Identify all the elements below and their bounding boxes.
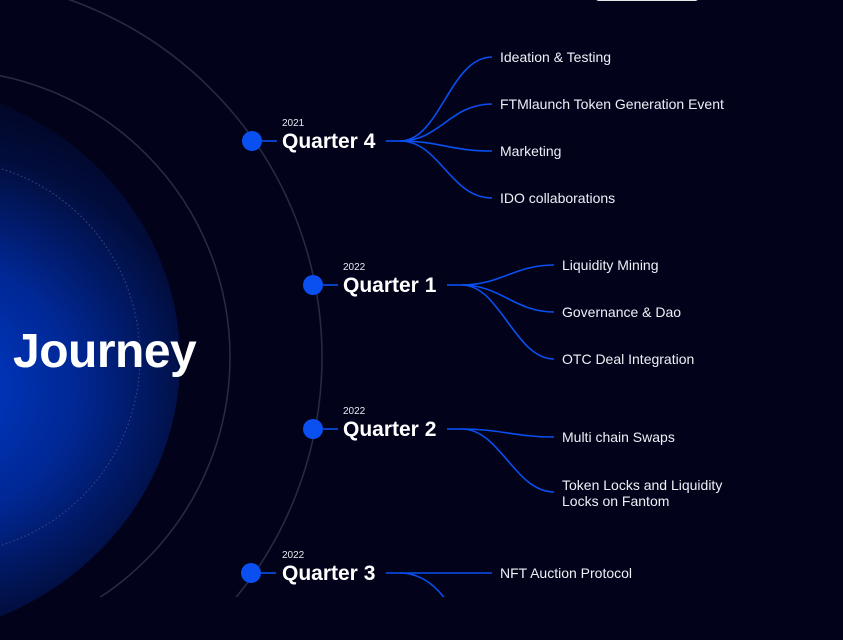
q2-dot [303,419,323,439]
q1-item-1: Liquidity Mining [562,257,659,273]
q3-year: 2022 [282,550,305,561]
q4-item-3: Marketing [500,143,562,159]
q2-year: 2022 [343,406,366,417]
q4-connectors [262,56,493,199]
middle-ring [0,74,231,597]
q1-label: Quarter 1 [343,274,437,297]
q3-connectors [261,572,492,597]
q2-item-1: Multi chain Swaps [562,429,675,445]
q3-dot [241,563,261,583]
q1-year: 2022 [343,262,366,273]
top-nav-button-edge[interactable] [596,0,698,1]
q1-dot [303,275,323,295]
q3-label: Quarter 3 [282,562,376,585]
q4-item-2: FTMlaunch Token Generation Event [500,96,724,112]
q4-label: Quarter 4 [282,130,376,153]
q1-item-2: Governance & Dao [562,304,682,320]
q4-year: 2021 [282,118,305,129]
q3-item-1: NFT Auction Protocol [500,565,633,581]
q2-connectors [323,428,555,493]
timeline-graphics [0,0,555,597]
q1-item-3: OTC Deal Integration [562,351,695,367]
q4-item-4: IDO collaborations [500,190,616,206]
q1-connectors [323,264,555,360]
q2-label: Quarter 2 [343,418,437,441]
q4-item-1: Ideation & Testing [500,49,612,65]
q4-dot [242,131,262,151]
section-title: r Journey [0,325,197,378]
q2-item-2-line1: Token Locks and Liquidity [562,477,723,493]
outer-ring [67,0,323,597]
inner-ring [0,167,141,547]
q2-item-2-line2: Locks on Fantom [562,493,670,509]
